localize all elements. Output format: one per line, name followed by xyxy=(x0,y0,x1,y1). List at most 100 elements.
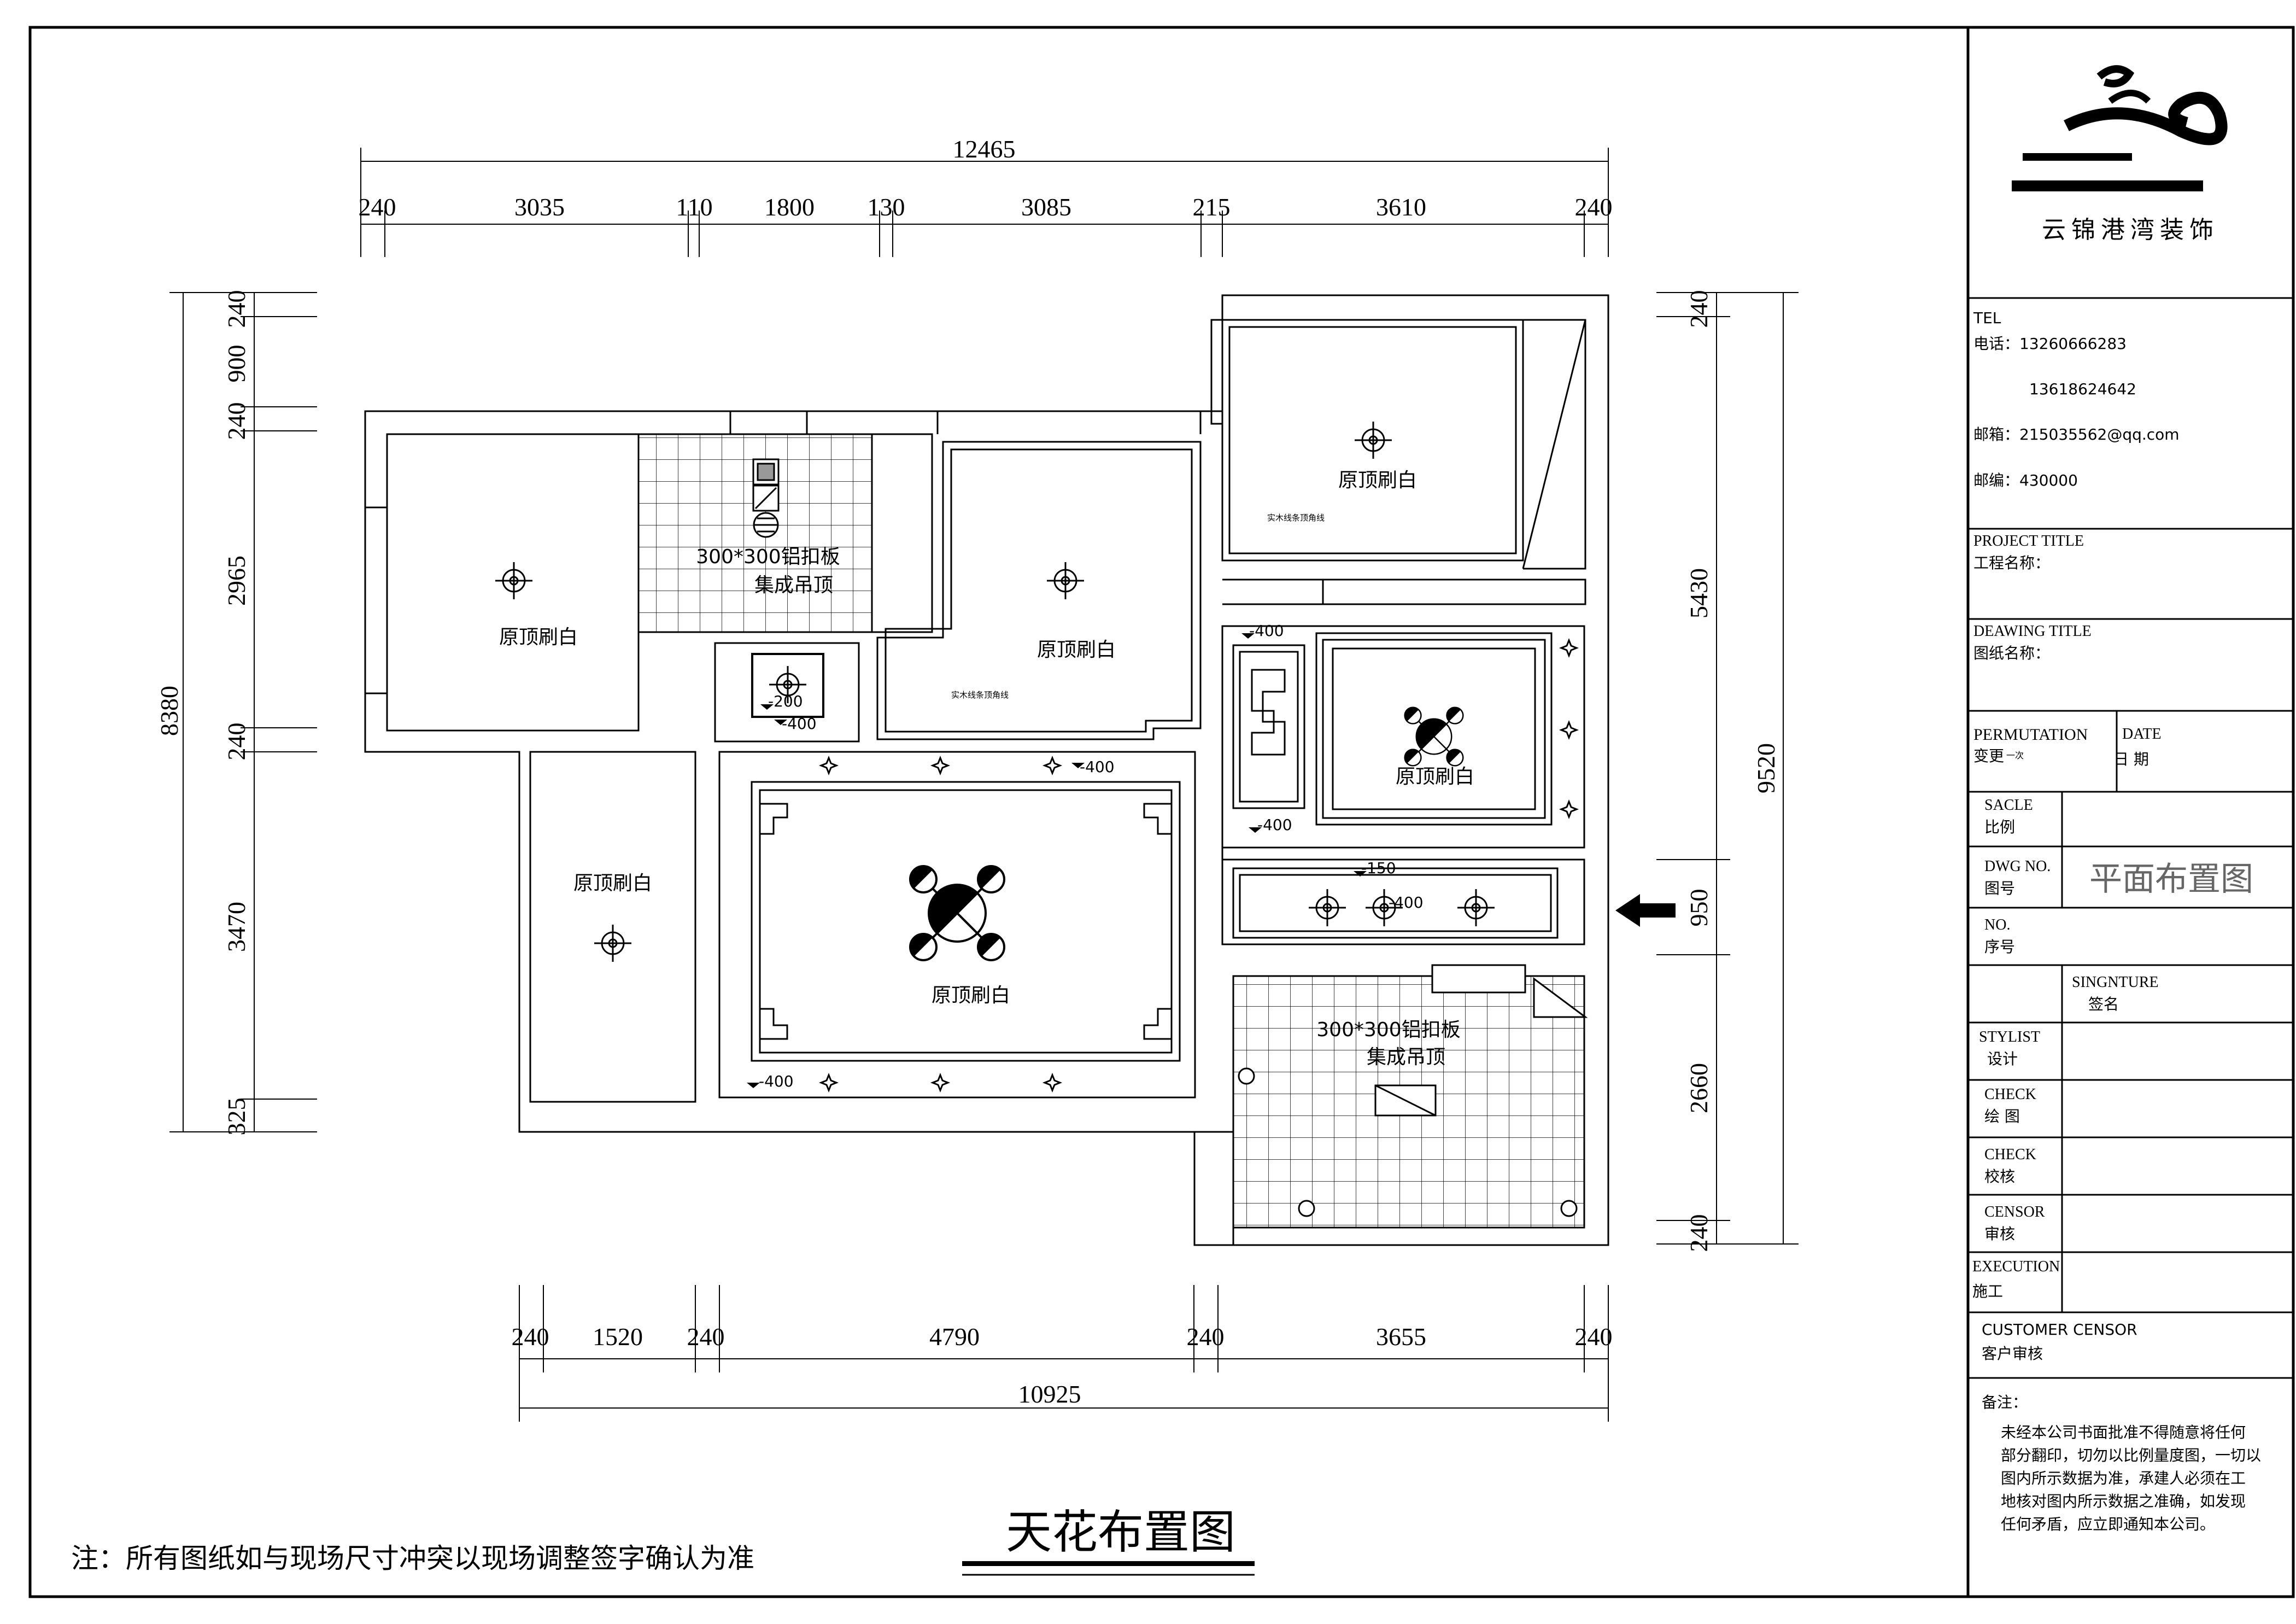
lamp-icon xyxy=(1046,561,1085,600)
lamp-icon xyxy=(1456,888,1496,927)
dim-top-0: 240 xyxy=(359,193,396,221)
entry-arrow-icon xyxy=(1615,894,1676,927)
dim-bottom-4: 240 xyxy=(1187,1323,1225,1351)
phone-1: 电话：13260666283 xyxy=(1973,335,2127,353)
dim-right-2: 950 xyxy=(1685,889,1713,927)
level-marks: -400 -400 -400 -200 -400 -400 -150 -400 xyxy=(747,622,1424,1090)
postcode: 邮编：430000 xyxy=(1973,471,2078,489)
censor-cn: 审核 xyxy=(1984,1225,2016,1243)
dwg-en: DWG NO. xyxy=(1984,858,2051,875)
no-cn: 序号 xyxy=(1984,938,2016,956)
label-dining: 原顶刷白 xyxy=(1396,766,1474,788)
label-wood-line-1: 实木线条顶角线 xyxy=(1267,513,1325,523)
company-logo-icon xyxy=(2012,65,2228,191)
dim-right-4: 240 xyxy=(1685,1214,1713,1252)
permutation-en: PERMUTATION xyxy=(1973,726,2088,744)
dim-left-4: 240 xyxy=(222,723,250,761)
dim-top-total: 12465 xyxy=(953,135,1016,163)
dim-bottom-0: 240 xyxy=(512,1323,549,1351)
dim-right-total: 9520 xyxy=(1752,743,1780,793)
dim-top-4: 130 xyxy=(868,193,905,221)
permutation-suffix: 一次 xyxy=(2006,750,2024,761)
dim-right-1: 5430 xyxy=(1685,568,1713,618)
no-en: NO. xyxy=(1984,916,2011,933)
customer-cn: 客户审核 xyxy=(1982,1345,2043,1363)
dim-left-0: 240 xyxy=(222,290,250,328)
execution-en: EXECUTION xyxy=(1972,1258,2060,1275)
top-dimensions xyxy=(360,148,1609,257)
label-kitchen-line1: 300*300铝扣板 xyxy=(696,546,840,568)
level-mark: -400 xyxy=(782,715,817,733)
living-fret-ornaments xyxy=(760,803,1172,1040)
dim-top-5: 3085 xyxy=(1021,193,1071,221)
lamp-icon xyxy=(1308,888,1347,927)
label-living: 原顶刷白 xyxy=(932,984,1010,1007)
label-bath-line2: 集成吊顶 xyxy=(1367,1046,1445,1068)
dim-left-6: 325 xyxy=(222,1098,250,1136)
dim-top-8: 240 xyxy=(1575,193,1613,221)
label-bedroom-middle: 原顶刷白 xyxy=(1037,639,1116,661)
lamp-icon xyxy=(1354,420,1393,460)
check2-en: CHECK xyxy=(1984,1146,2036,1163)
dimension-texts: 12465 240 3035 110 1800 130 3085 215 361… xyxy=(155,135,1780,1408)
left-dimensions xyxy=(169,292,317,1132)
room-bedroom-lower-left xyxy=(529,751,696,1103)
sheet-border xyxy=(28,26,2295,1598)
dim-left-5: 3470 xyxy=(222,902,250,952)
bottom-dimensions xyxy=(519,1285,1609,1422)
stylist-en: STYLIST xyxy=(1979,1029,2040,1045)
label-upper-right: 原顶刷白 xyxy=(1338,469,1417,492)
room-bedroom-left xyxy=(386,433,640,732)
dim-top-3: 1800 xyxy=(764,193,815,221)
remarks-line: 图内所示数据为准，承建人必须在工 xyxy=(2001,1470,2246,1487)
check1-en: CHECK xyxy=(1984,1086,2036,1103)
project-title-cn: 工程名称： xyxy=(1973,554,2051,572)
execution-cn: 施工 xyxy=(1972,1282,2004,1300)
remarks-line: 未经本公司书面批准不得随意将任何 xyxy=(2001,1424,2246,1441)
scale-cn: 比例 xyxy=(1984,818,2016,836)
label-bedroom-left: 原顶刷白 xyxy=(499,626,578,649)
censor-en: CENSOR xyxy=(1984,1204,2045,1220)
room-labels: 原顶刷白 原顶刷白 原顶刷白 原顶刷白 原顶刷白 原顶刷白 300*300铝扣板… xyxy=(499,469,1474,1068)
room-upper-right xyxy=(1221,319,1524,562)
chandelier-icon xyxy=(1404,706,1464,767)
tel-heading: TEL xyxy=(1973,309,2001,327)
title-underline xyxy=(962,1561,1255,1566)
label-bath-line1: 300*300铝扣板 xyxy=(1316,1019,1460,1041)
lamp-icon xyxy=(593,924,632,963)
level-mark: -400 xyxy=(759,1072,794,1090)
room-living xyxy=(718,751,1196,1099)
email: 邮箱：215035562@qq.com xyxy=(1973,425,2180,443)
level-mark: -150 xyxy=(1361,859,1396,877)
company-name: 云锦港湾装饰 xyxy=(2042,216,2219,244)
remarks-text: 未经本公司书面批准不得随意将任何 部分翻印，切勿以比例量度图，一切以 图内所示数… xyxy=(2001,1422,2285,1537)
label-wood-line-2: 实木线条顶角线 xyxy=(951,690,1009,700)
dim-top-1: 3035 xyxy=(514,193,565,221)
dim-right-3: 2660 xyxy=(1685,1063,1713,1113)
closet-strip xyxy=(871,433,933,633)
customer-en: CUSTOMER CENSOR xyxy=(1982,1321,2137,1339)
room-bedroom-middle xyxy=(876,441,1202,740)
dim-bottom-6: 240 xyxy=(1575,1323,1613,1351)
dim-left-1: 900 xyxy=(222,345,250,383)
permutation-cn: 变更 xyxy=(1973,747,2005,765)
right-dimensions xyxy=(1656,292,1799,1245)
dim-right-0: 240 xyxy=(1685,290,1713,328)
level-mark: -200 xyxy=(768,692,803,710)
dim-top-6: 215 xyxy=(1193,193,1231,221)
remarks-line: 任何矛盾，应立即通知本公司。 xyxy=(2001,1516,2216,1533)
room-wc xyxy=(714,642,860,743)
dwg-cn: 图号 xyxy=(1984,879,2016,897)
remarks-line: 部分翻印，切勿以比例量度图，一切以 xyxy=(2001,1447,2262,1464)
level-mark: -400 xyxy=(1080,758,1115,776)
dim-bottom-2: 240 xyxy=(687,1323,725,1351)
lamp-icon xyxy=(494,561,534,600)
dim-bottom-total: 10925 xyxy=(1018,1380,1081,1408)
level-mark: -400 xyxy=(1257,816,1292,834)
check1-cn: 绘 图 xyxy=(1984,1107,2020,1125)
remarks-line: 地核对图内所示数据之准确，如发现 xyxy=(2001,1493,2246,1510)
phone-2: 13618624642 xyxy=(2029,380,2136,398)
signature-cn: 签名 xyxy=(2088,995,2119,1013)
footer-note: 注：所有图纸如与现场尺寸冲突以现场调整签字确认为准 xyxy=(71,1543,754,1574)
